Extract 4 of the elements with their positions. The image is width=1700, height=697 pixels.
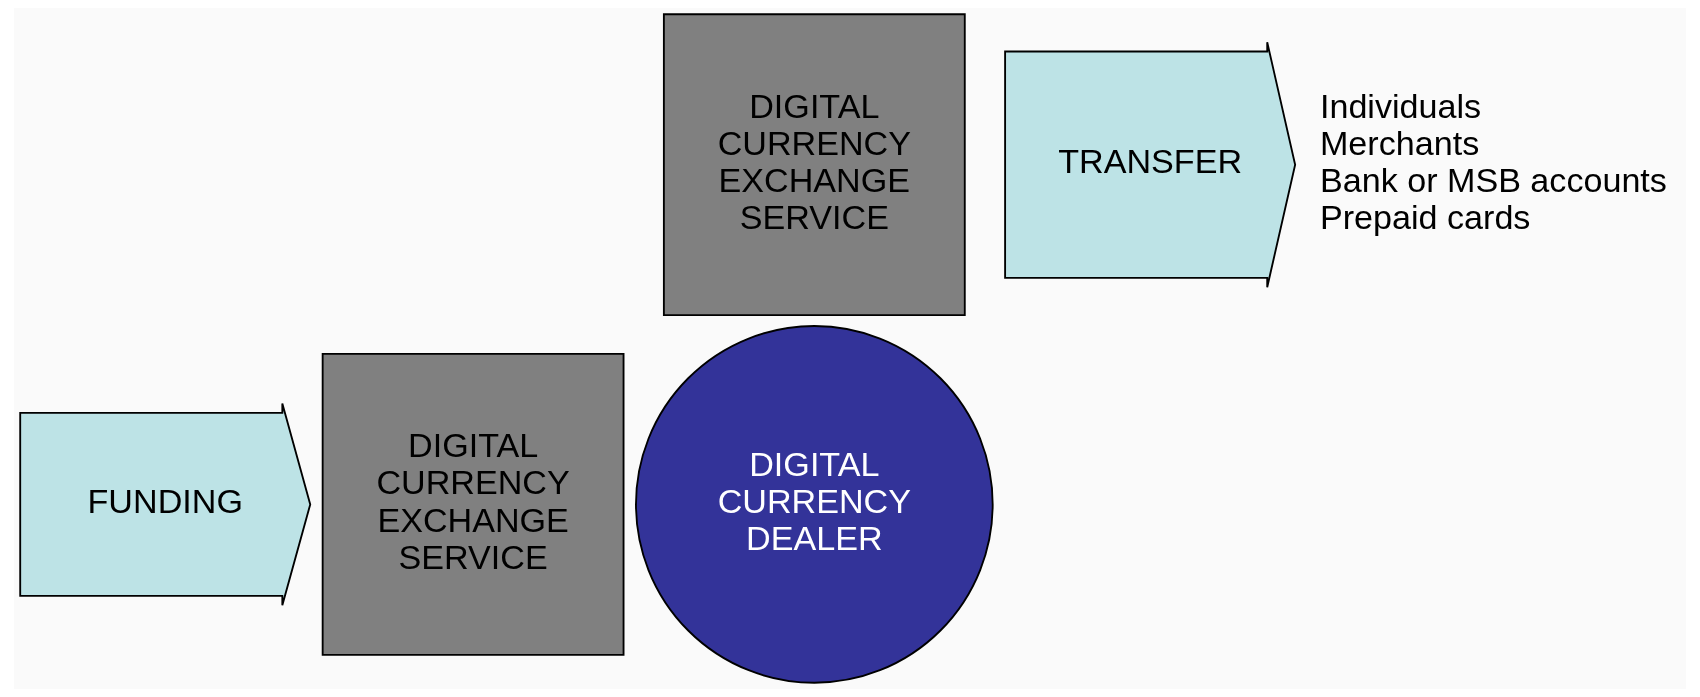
node-box: DIGITAL CURRENCY EXCHANGE SERVICE xyxy=(662,13,966,317)
node-box: DIGITAL CURRENCY EXCHANGE SERVICE xyxy=(321,353,625,656)
node-circle: DIGITAL CURRENCY DEALER xyxy=(635,325,994,684)
node-text: Individuals Merchants Bank or MSB accounts Prepaid cards xyxy=(1319,86,1667,237)
